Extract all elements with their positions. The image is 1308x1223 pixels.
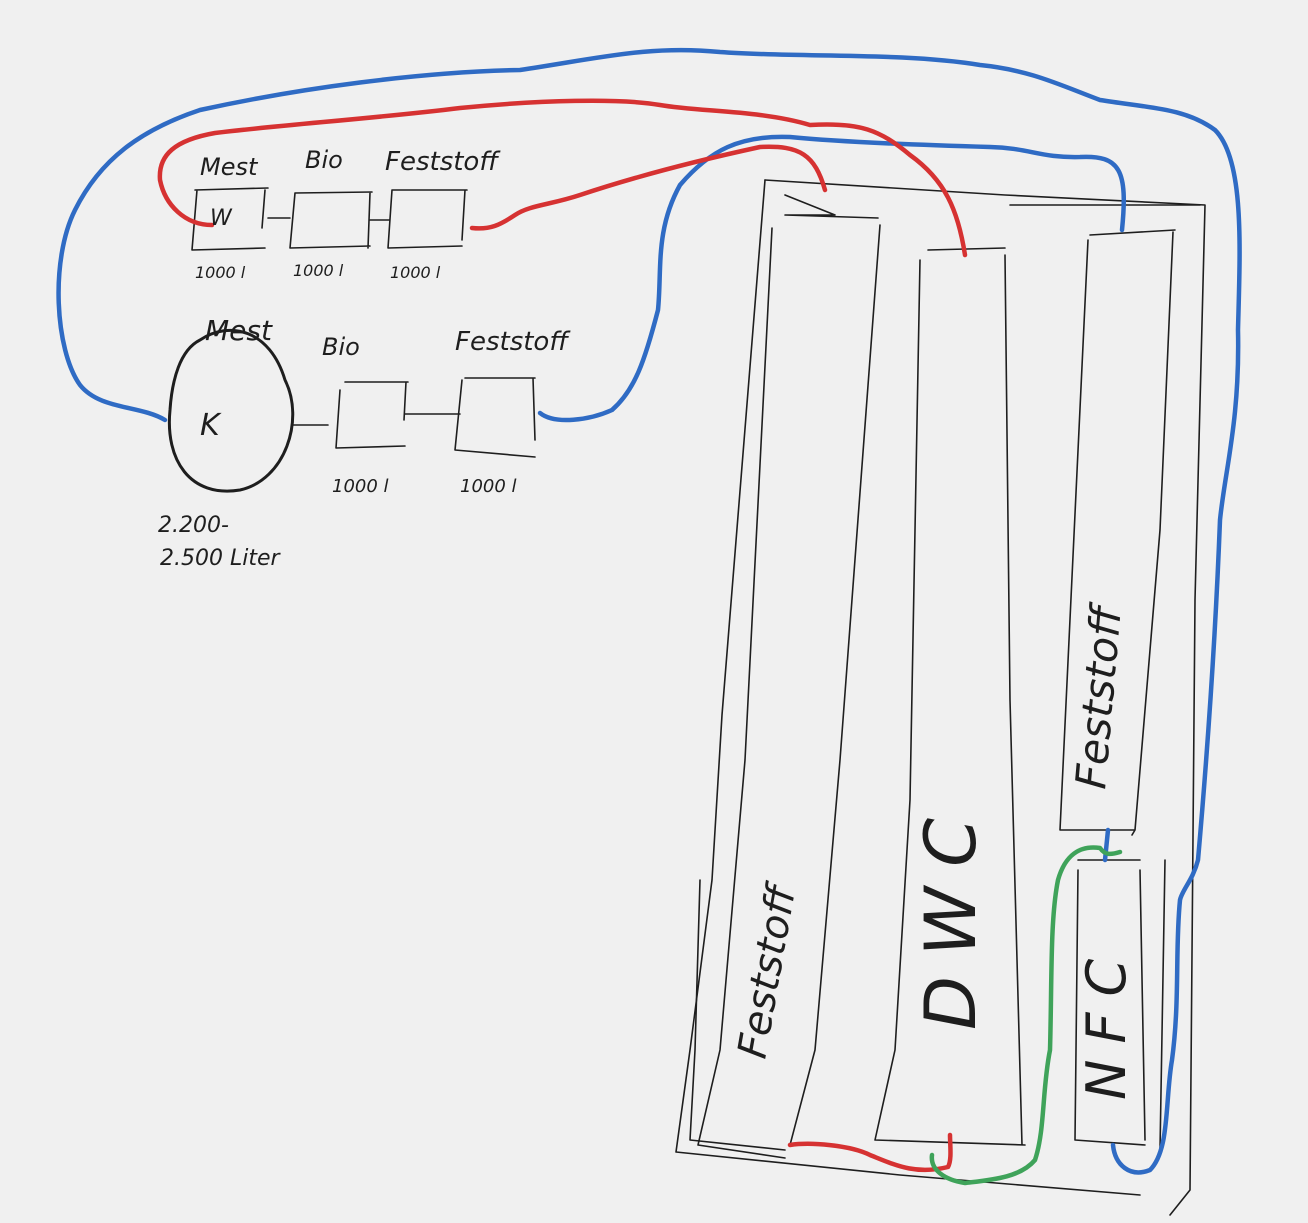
outer-frame-left [675, 179, 1141, 1196]
tank-mest-circle [167, 328, 295, 493]
label-k: K [200, 408, 222, 443]
label-bio-top: Bio [305, 146, 343, 174]
system-frame [675, 179, 1206, 1216]
label-feststoff-left-column: Feststoff [730, 878, 806, 1061]
volume-mest-top: 1000 l [195, 263, 246, 282]
red-pipe-bottom [787, 1132, 953, 1173]
red-pipe-inner [469, 144, 828, 231]
volume-bio-bottom: 1000 l [332, 476, 389, 497]
tank-feststoff-bottom [404, 377, 536, 458]
label-mest-top: Mest [200, 153, 259, 181]
left-column [697, 194, 879, 1159]
blue-pipe-inner [537, 134, 1127, 423]
tank-bio-top [267, 191, 373, 249]
labels: Mest Bio Feststoff W 1000 l 1000 l 1000 … [158, 146, 1138, 1100]
label-feststoff-right-column: Feststoff [1066, 600, 1131, 791]
circle-volume-line1: 2.200- [158, 513, 229, 538]
label-feststoff-bottom: Feststoff [455, 327, 571, 357]
middle-column [874, 247, 1026, 1146]
outer-frame [764, 179, 1206, 1216]
label-dwc: DWC [910, 798, 992, 1030]
blue-pipe-outer [56, 47, 1242, 1175]
tank-feststoff-top [369, 189, 468, 249]
red-pipe-outer [157, 98, 968, 258]
right-lower-column [1074, 859, 1166, 1151]
top-row-tanks [191, 187, 468, 251]
volume-feststoff-bottom: 1000 l [460, 476, 517, 497]
label-mest-bottom: Mest [205, 314, 273, 347]
bottom-row-tanks [167, 328, 536, 493]
label-feststoff-top: Feststoff [385, 147, 501, 177]
label-w: W [210, 206, 233, 231]
circle-volume-line2: 2.500 Liter [160, 546, 282, 571]
right-upper-column [1009, 204, 1201, 836]
label-bio-bottom: Bio [322, 333, 360, 361]
label-nfc: NFC [1075, 943, 1138, 1100]
left-column-inner [689, 224, 881, 1151]
tank-mest-top [191, 187, 269, 251]
tank-bio-bottom [292, 381, 409, 449]
green-pipe [929, 845, 1123, 1186]
volume-feststoff-top: 1000 l [390, 263, 441, 282]
volume-bio-top: 1000 l [293, 261, 344, 280]
